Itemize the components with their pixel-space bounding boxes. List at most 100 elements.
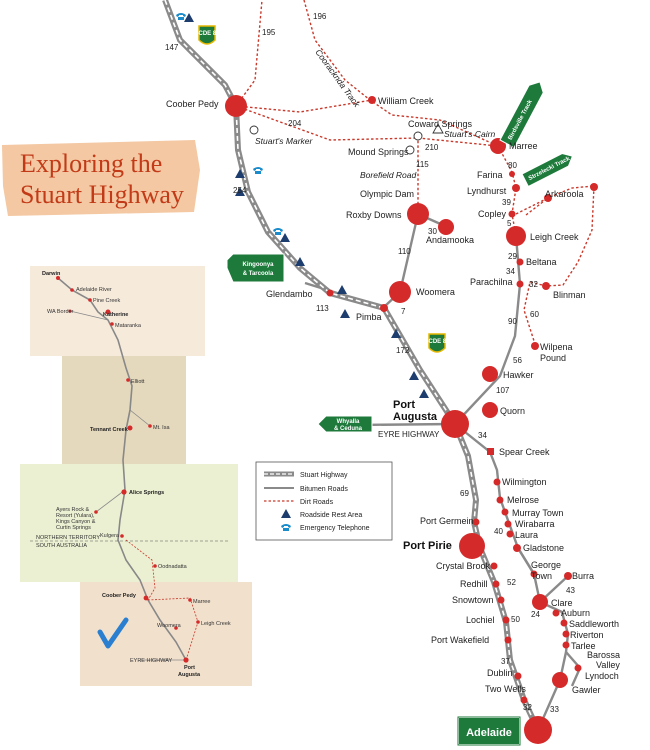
label-port: Port bbox=[393, 399, 415, 411]
town-barossa[interactable] bbox=[574, 664, 582, 672]
svg-text:107: 107 bbox=[496, 386, 510, 395]
label-glendambo: Glendambo bbox=[266, 289, 313, 299]
town-two-wells[interactable] bbox=[520, 696, 528, 704]
town-parachilna[interactable] bbox=[516, 280, 524, 288]
town-woomera[interactable] bbox=[389, 281, 411, 303]
town-murray-town[interactable] bbox=[501, 508, 509, 516]
rest-area-icon bbox=[340, 309, 350, 318]
inset-wa-border: WA Border bbox=[47, 309, 74, 315]
town-hawker[interactable] bbox=[482, 366, 498, 382]
town-dublin[interactable] bbox=[514, 672, 522, 680]
inset-panel-border bbox=[20, 464, 238, 582]
town-lyndhurst[interactable] bbox=[512, 184, 520, 192]
legend-stuart-highway: Stuart Highway bbox=[300, 472, 348, 479]
label-riverton: Riverton bbox=[570, 630, 604, 640]
town-glendambo[interactable] bbox=[326, 289, 334, 297]
label-borefield-road: Borefield Road bbox=[360, 170, 417, 180]
kingoonya-tarcoola-sign: Kingoonya & Tarcoola bbox=[226, 253, 285, 283]
town-arkaroola-east[interactable] bbox=[590, 183, 598, 191]
town-coober-pedy[interactable] bbox=[225, 95, 247, 117]
town-snowtown[interactable] bbox=[497, 596, 505, 604]
svg-text:34: 34 bbox=[478, 431, 487, 440]
town-crystal-brook[interactable] bbox=[490, 562, 498, 570]
title-banner: Exploring the Stuart Highway bbox=[2, 140, 200, 216]
town-port-augusta[interactable] bbox=[441, 410, 469, 438]
town-burra[interactable] bbox=[564, 572, 572, 580]
svg-text:SCDE 87: SCDE 87 bbox=[424, 339, 450, 345]
town-george-town[interactable] bbox=[530, 570, 538, 578]
town-lochiel[interactable] bbox=[502, 616, 510, 624]
town-gawler[interactable] bbox=[552, 672, 568, 688]
label-two-wells: Two Wells bbox=[485, 684, 526, 694]
inset-leigh-creek: Leigh Creek bbox=[201, 621, 231, 627]
inset-ayers-rock-2: Resort (Yulara), bbox=[56, 513, 95, 519]
label-burra: Burra bbox=[572, 571, 594, 581]
inset-kulgera: Kulgera bbox=[100, 533, 120, 539]
australia-inset-map: Darwin Adelaide River Pine Creek WA Bord… bbox=[20, 266, 252, 686]
svg-text:Whyalla: Whyalla bbox=[337, 419, 360, 425]
label-quorn: Quorn bbox=[500, 406, 525, 416]
town-leigh-creek[interactable] bbox=[506, 226, 526, 246]
town-clare[interactable] bbox=[532, 594, 548, 610]
label-gladstone: Gladstone bbox=[523, 543, 564, 553]
svg-text:Adelaide: Adelaide bbox=[466, 727, 512, 739]
town-tarlee[interactable] bbox=[562, 641, 570, 649]
town-beltana[interactable] bbox=[516, 258, 524, 266]
inset-port: Port bbox=[184, 665, 195, 671]
strzelecki-track-sign: Strzelecki Track bbox=[521, 153, 574, 188]
town-roxby-downs[interactable] bbox=[407, 203, 429, 225]
town-spear-creek[interactable] bbox=[487, 448, 494, 455]
town-pimba[interactable] bbox=[380, 304, 388, 312]
label-stuarts-marker: Stuart's Marker bbox=[255, 136, 314, 146]
inset-darwin: Darwin bbox=[42, 271, 61, 277]
inset-coober-pedy: Coober Pedy bbox=[102, 593, 137, 599]
label-george: George bbox=[531, 560, 561, 570]
label-pound: Pound bbox=[540, 353, 566, 363]
town-farina[interactable] bbox=[509, 171, 515, 177]
town-port-wakefield[interactable] bbox=[504, 636, 512, 644]
map-legend: Stuart Highway Bitumen Roads Dirt Roads … bbox=[255, 461, 393, 541]
inset-adelaide-river: Adelaide River bbox=[76, 287, 112, 293]
town-port-germein[interactable] bbox=[472, 518, 480, 526]
town-melrose[interactable] bbox=[496, 496, 504, 504]
label-wirrabarra: Wirabarra bbox=[515, 519, 555, 529]
town-wirrabarra[interactable] bbox=[504, 520, 512, 528]
town-copley[interactable] bbox=[508, 210, 516, 218]
svg-text:80: 80 bbox=[508, 161, 517, 170]
town-andamooka[interactable] bbox=[438, 219, 454, 235]
birdsville-track-sign: Birdsville Track bbox=[499, 81, 544, 149]
label-auburn: Auburn bbox=[561, 608, 590, 618]
inset-katherine: Katherine bbox=[103, 312, 128, 318]
town-redhill[interactable] bbox=[492, 580, 500, 588]
label-port-germein: Port Germein bbox=[420, 516, 474, 526]
town-laura[interactable] bbox=[506, 530, 514, 538]
town-saddleworth[interactable] bbox=[560, 619, 568, 627]
mound-springs-dot bbox=[405, 145, 415, 155]
town-riverton[interactable] bbox=[562, 630, 570, 638]
town-marree[interactable] bbox=[490, 138, 506, 154]
town-blinman[interactable] bbox=[542, 282, 550, 290]
svg-text:90: 90 bbox=[508, 317, 517, 326]
town-wilmington[interactable] bbox=[493, 478, 501, 486]
town-wilpena[interactable] bbox=[531, 342, 539, 350]
inset-ayers-rock-3: Kings Canyon & bbox=[56, 519, 96, 525]
emergency-telephone-icon bbox=[176, 13, 186, 20]
label-arkaroola: Arkaroola bbox=[545, 189, 584, 199]
town-adelaide[interactable] bbox=[524, 716, 552, 744]
town-arkaroola[interactable] bbox=[544, 194, 552, 202]
label-lochiel: Lochiel bbox=[466, 615, 495, 625]
town-quorn[interactable] bbox=[482, 402, 498, 418]
town-gladstone[interactable] bbox=[513, 544, 521, 552]
label-coward-springs: Coward Springs bbox=[408, 119, 473, 129]
label-wilpena: Wilpena bbox=[540, 342, 573, 352]
town-port-pirie[interactable] bbox=[459, 533, 485, 559]
svg-text:5: 5 bbox=[507, 219, 512, 228]
label-blinman: Blinman bbox=[553, 290, 586, 300]
town-william-creek[interactable] bbox=[368, 96, 376, 104]
label-coober-pedy: Coober Pedy bbox=[166, 99, 219, 109]
town-auburn[interactable] bbox=[552, 609, 560, 617]
label-town: Town bbox=[531, 571, 552, 581]
label-gawler: Gawler bbox=[572, 685, 601, 695]
rest-area-icon bbox=[280, 233, 290, 242]
